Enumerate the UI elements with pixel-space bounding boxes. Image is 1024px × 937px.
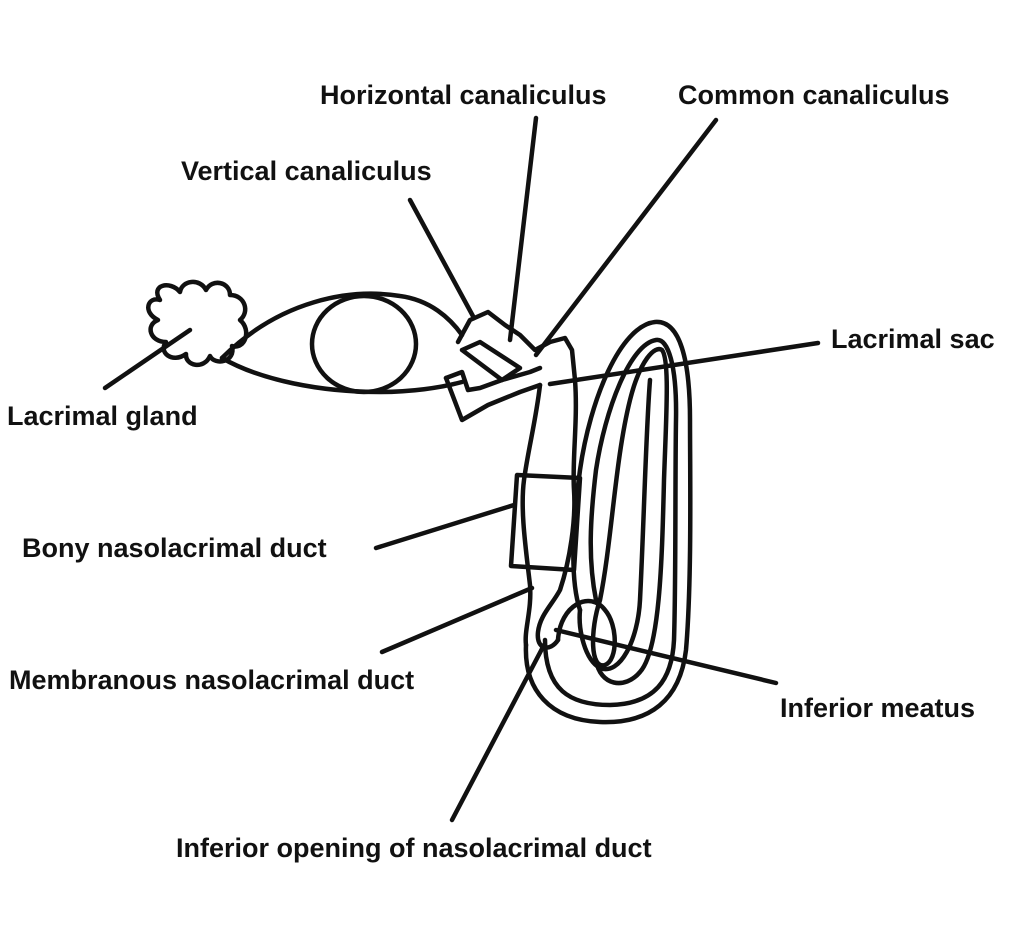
- leader-common-canaliculus: [533, 117, 719, 358]
- turbinate-outer: [523, 319, 693, 725]
- leader-bony-duct: [373, 502, 517, 551]
- leader-lacrimal-sac: [547, 340, 821, 387]
- label-inferior-meatus: Inferior meatus: [780, 693, 976, 723]
- sac-right-wall: [535, 377, 579, 650]
- leader-membranous-duct: [379, 585, 535, 655]
- label-inferior-opening: Inferior opening of nasolacrimal duct: [176, 833, 652, 863]
- label-bony-nasolacrimal-duct: Bony nasolacrimal duct: [22, 533, 327, 563]
- turbinate-core: [555, 346, 670, 686]
- leader-inferior-opening: [449, 642, 547, 823]
- turbinate-core-2: [577, 377, 653, 672]
- label-common-canaliculus: Common canaliculus: [678, 80, 950, 110]
- lacrimal-gland-shape: [146, 279, 249, 367]
- canaliculi-outline: [455, 309, 578, 383]
- eye-iris: [309, 293, 419, 395]
- turbinate-inner: [542, 337, 679, 708]
- leader-lacrimal-gland: [102, 327, 193, 391]
- lower-canaliculus: [443, 365, 543, 393]
- label-lacrimal-gland: Lacrimal gland: [7, 401, 198, 431]
- label-lacrimal-sac: Lacrimal sac: [831, 324, 995, 354]
- label-vertical-canaliculus: Vertical canaliculus: [181, 156, 432, 186]
- leader-horizontal-canaliculus: [507, 115, 539, 343]
- label-horizontal-canaliculus: Horizontal canaliculus: [320, 80, 607, 110]
- upper-canaliculus-box: [459, 339, 523, 383]
- leader-vertical-canaliculus: [407, 197, 477, 321]
- lower-canaliculus-2: [443, 375, 543, 423]
- leader-inferior-meatus: [553, 627, 779, 686]
- eye-outline: [219, 291, 465, 361]
- label-membranous-nasolacrimal-duct: Membranous nasolacrimal duct: [9, 665, 415, 695]
- sac-left-wall: [520, 382, 543, 648]
